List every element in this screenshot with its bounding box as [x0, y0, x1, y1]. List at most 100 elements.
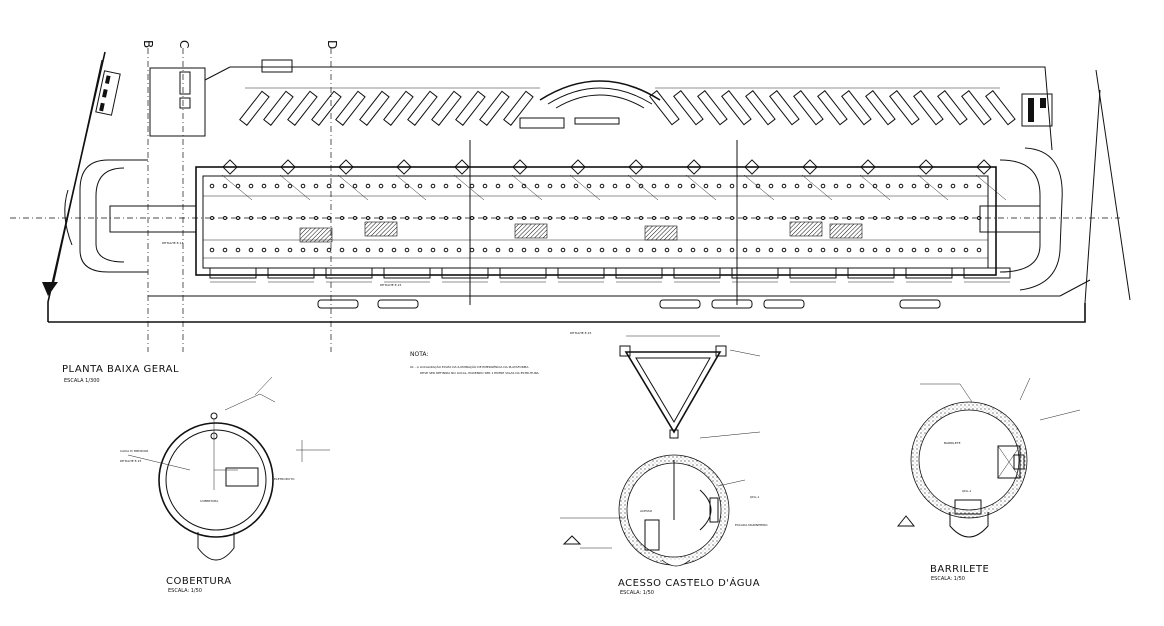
light-fixture	[963, 183, 969, 189]
light-fixture	[950, 183, 956, 189]
light-fixture	[352, 247, 358, 253]
note-line-2: DEVE SER DEFINIDA NO LOCAL, PODENDO SER …	[420, 371, 540, 375]
equipment-box	[829, 223, 863, 239]
note-block: NOTA: 01 - A LOCALIZAÇÃO EXATA DA ILUMIN…	[410, 351, 540, 375]
light-fixture	[885, 247, 891, 253]
cable-run	[801, 174, 833, 201]
parking-bay	[985, 90, 1016, 126]
light-fixture	[469, 183, 475, 189]
parking-bay	[817, 90, 848, 126]
bus-bay	[441, 267, 489, 279]
light-fixture	[457, 216, 461, 220]
light-fixture	[521, 183, 527, 189]
light-fixture	[352, 183, 358, 189]
light-fixture	[742, 183, 748, 189]
light-fixture	[690, 247, 696, 253]
light-fixture	[313, 247, 319, 253]
barrilete-qdl-label: QDL-1	[962, 489, 971, 493]
light-fixture	[912, 216, 916, 220]
light-fixture	[678, 216, 682, 220]
light-fixture	[314, 216, 318, 220]
column-marker	[396, 159, 412, 175]
parking-bay	[913, 90, 944, 126]
light-fixture	[509, 216, 513, 220]
light-fixture	[456, 247, 462, 253]
light-fixture	[665, 216, 669, 220]
bus-bay	[847, 267, 895, 279]
light-fixture	[547, 183, 553, 189]
light-fixture	[756, 216, 760, 220]
light-fixture	[872, 247, 878, 253]
light-fixture	[638, 183, 644, 189]
light-fixture	[404, 247, 410, 253]
column-marker	[686, 159, 702, 175]
light-fixture	[976, 247, 982, 253]
plan-detail-callout: DETALHE E-13	[162, 241, 184, 245]
parking-bay	[287, 90, 318, 126]
cable-run	[279, 174, 311, 201]
light-fixture	[925, 216, 929, 220]
axis-label-c: C	[177, 40, 191, 48]
light-fixture	[301, 216, 305, 220]
light-fixture	[391, 183, 397, 189]
site-plan: DETALHE E-13 DETALHE E-15	[42, 51, 1131, 323]
light-fixture	[742, 247, 748, 253]
light-fixture	[860, 216, 864, 220]
light-fixture	[365, 183, 371, 189]
light-fixture	[834, 216, 838, 220]
light-fixture	[496, 216, 500, 220]
light-fixture	[274, 183, 280, 189]
parking-bay	[455, 90, 486, 126]
bus-bay	[499, 267, 547, 279]
light-fixture	[287, 183, 293, 189]
light-fixture	[574, 216, 578, 220]
light-fixture	[781, 183, 787, 189]
parking-bay	[335, 90, 366, 126]
light-fixture	[937, 247, 943, 253]
light-fixture	[820, 183, 826, 189]
light-fixture	[730, 216, 734, 220]
bus-bay	[789, 267, 837, 279]
cable-run	[743, 174, 775, 201]
platform-fixtures	[209, 159, 1007, 253]
bus-bay	[905, 267, 953, 279]
light-fixture	[639, 216, 643, 220]
cable-run	[917, 174, 949, 201]
light-fixture	[392, 216, 396, 220]
light-fixture	[378, 247, 384, 253]
equipment-box	[299, 227, 333, 243]
light-fixture	[807, 183, 813, 189]
light-fixture	[613, 216, 617, 220]
light-fixture	[561, 216, 565, 220]
cobertura-callout-right: ELETRODUTO	[274, 477, 295, 481]
light-fixture	[769, 216, 773, 220]
light-fixture	[899, 216, 903, 220]
light-fixture	[820, 247, 826, 253]
column-marker	[280, 159, 296, 175]
light-fixture	[379, 216, 383, 220]
light-fixture	[353, 216, 357, 220]
light-fixture	[703, 247, 709, 253]
column-marker	[918, 159, 934, 175]
light-fixture	[612, 183, 618, 189]
light-fixture	[470, 216, 474, 220]
light-fixture	[223, 216, 227, 220]
barrilete-room-label: BARRILETE	[944, 441, 961, 445]
light-fixture	[418, 216, 422, 220]
light-fixture	[886, 216, 890, 220]
light-fixture	[483, 216, 487, 220]
column-marker	[454, 159, 470, 175]
light-fixture	[560, 183, 566, 189]
light-fixture	[911, 247, 917, 253]
equipment-box	[644, 225, 678, 241]
light-fixture	[651, 247, 657, 253]
light-fixture	[417, 183, 423, 189]
bus-bay	[615, 267, 663, 279]
light-fixture	[430, 183, 436, 189]
light-fixture	[261, 247, 267, 253]
light-fixture	[521, 247, 527, 253]
column-marker	[570, 159, 586, 175]
parking-bay	[937, 90, 968, 126]
parking-bay	[503, 90, 534, 126]
light-fixture	[847, 216, 851, 220]
